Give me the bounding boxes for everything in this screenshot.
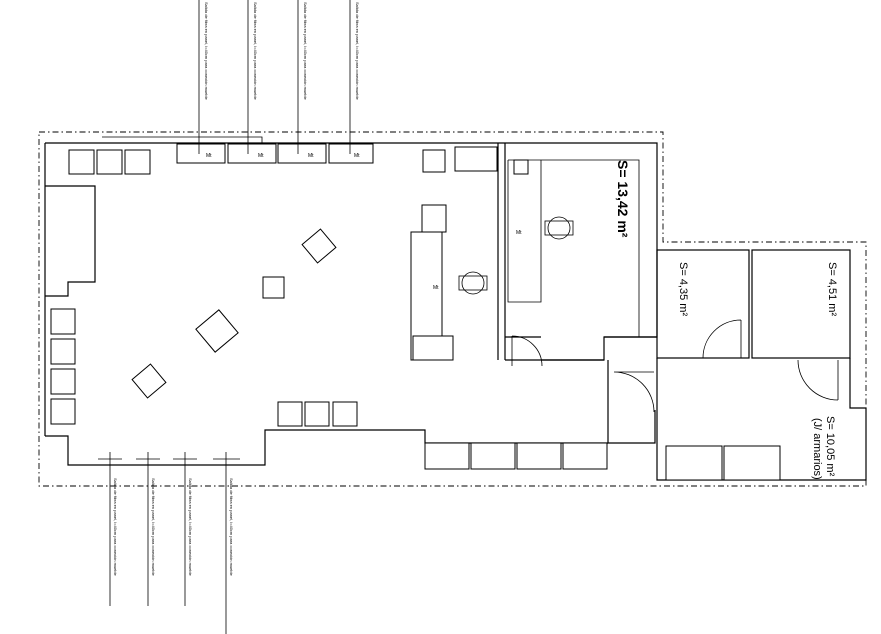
cable-note-6: Salida de fibra en panel, l=40cm para co… bbox=[151, 478, 156, 577]
tag-6: Mt bbox=[516, 230, 522, 236]
cable-note-5: Salida de fibra en panel, l=40cm para co… bbox=[113, 478, 118, 577]
cable-note-2: Salida de fibra en panel, l=40cm para co… bbox=[253, 2, 258, 101]
bottom-cable-leads bbox=[98, 452, 240, 634]
cable-note-8: Salida de fibra en panel, l=40cm para co… bbox=[229, 478, 234, 577]
cable-note-3: Salida de fibra en panel, l=40cm para co… bbox=[303, 2, 308, 101]
lab-top-shelf bbox=[44, 143, 95, 187]
workstations-top-left bbox=[68, 149, 446, 175]
tag-2: Mt bbox=[258, 153, 264, 159]
workstations-left bbox=[50, 308, 76, 425]
equipment-tags: Mt Mt Mt Mt Mt Mt bbox=[206, 153, 522, 291]
room-b-door bbox=[797, 359, 839, 401]
chair-icons bbox=[458, 216, 574, 295]
bottom-cabinets bbox=[424, 442, 781, 481]
lab-walls bbox=[44, 142, 608, 466]
top-cable-notes: Salida de fibra en panel, l=40cm para co… bbox=[204, 2, 360, 101]
room-b-area-label: S= 4,51 m² bbox=[826, 262, 838, 316]
cable-note-4: Salida de fibra en panel, l=40cm para co… bbox=[355, 2, 360, 101]
office-corridor bbox=[541, 336, 657, 361]
room-a-outline bbox=[656, 249, 750, 359]
office-walls bbox=[497, 142, 658, 361]
locker-room-walls bbox=[607, 358, 867, 481]
tag-5: Mt bbox=[433, 285, 439, 291]
lockers-area-label: S= 10,05 m² bbox=[824, 416, 836, 477]
office-door-swing bbox=[511, 335, 543, 367]
office-area-label: S= 13,42 m² bbox=[615, 160, 631, 238]
tag-4: Mt bbox=[354, 153, 360, 159]
lockers-note-label: (J/ armarios) bbox=[811, 418, 823, 480]
room-b-outline bbox=[751, 249, 851, 359]
cable-note-7: Salida de fibra en panel, l=40cm para co… bbox=[188, 478, 193, 577]
sink-icon bbox=[513, 159, 529, 175]
tag-3: Mt bbox=[308, 153, 314, 159]
hall-door bbox=[613, 371, 655, 413]
central-island bbox=[410, 204, 454, 361]
lab-top-bench bbox=[102, 136, 263, 143]
workstations-bottom bbox=[277, 401, 358, 427]
office-desk bbox=[507, 159, 640, 337]
room-a-area-label: S= 4,35 m² bbox=[677, 262, 689, 316]
property-boundary bbox=[38, 131, 867, 487]
bottom-cable-notes: Salida de fibra en panel, l=40cm para co… bbox=[113, 478, 234, 577]
tag-1: Mt bbox=[206, 153, 212, 159]
top-sockets bbox=[176, 143, 498, 172]
room-a-door bbox=[702, 319, 742, 359]
lab-left-alcove bbox=[45, 185, 96, 297]
rotated-machines bbox=[131, 228, 337, 399]
top-cable-leads bbox=[198, 0, 351, 154]
cable-note-1: Salida de fibra en panel, l=40cm para co… bbox=[204, 2, 209, 101]
